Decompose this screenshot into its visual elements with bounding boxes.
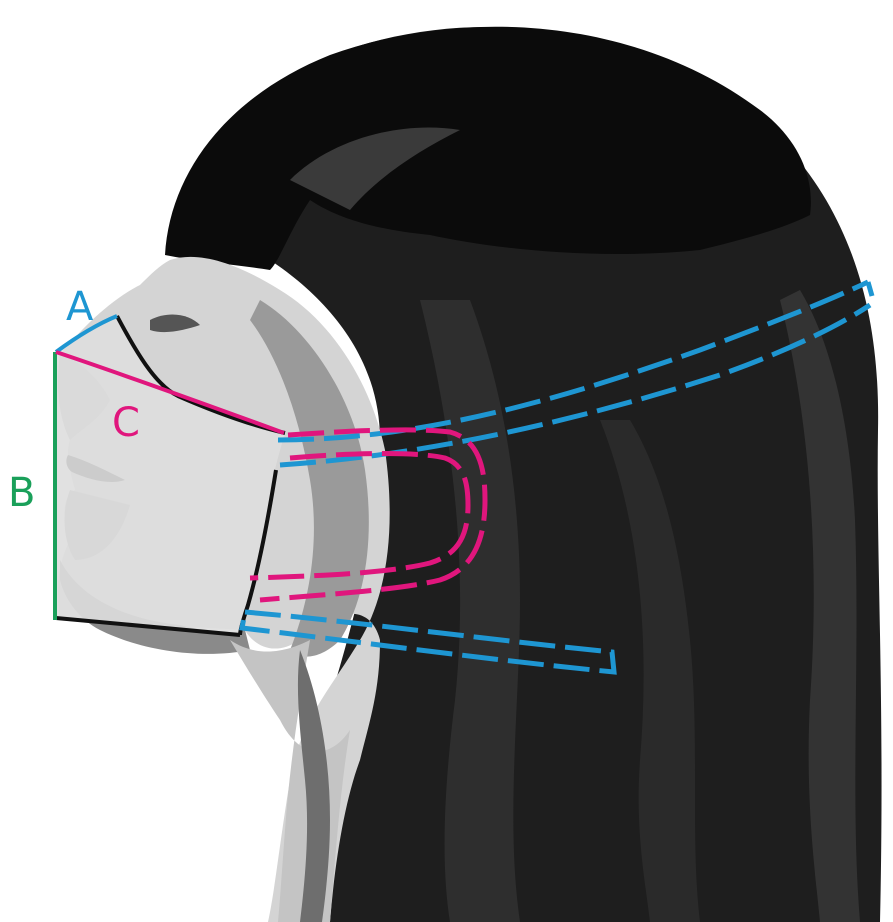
- neck: [230, 640, 350, 922]
- hair-top: [165, 27, 811, 270]
- label-c: C: [112, 400, 140, 446]
- label-a: A: [66, 284, 94, 330]
- label-b: B: [8, 470, 35, 516]
